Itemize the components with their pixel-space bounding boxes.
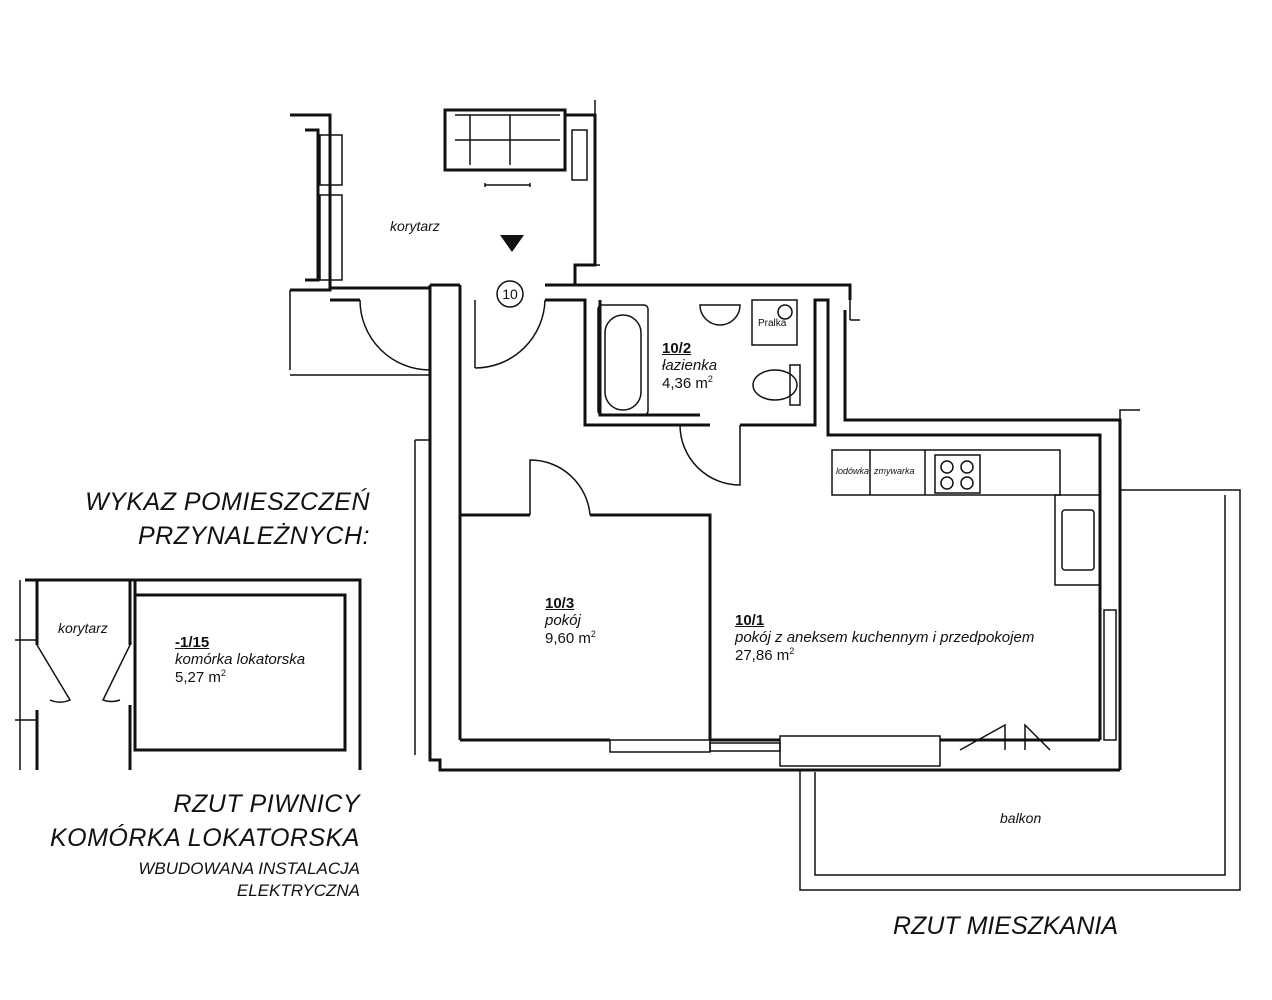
apartment-plan-title: RZUT MIESZKANIA <box>893 912 1119 940</box>
entrance-marker <box>496 280 524 308</box>
note-line: ELEKTRYCZNA <box>236 881 360 900</box>
note-line: WBUDOWANA INSTALACJA <box>138 859 360 878</box>
room-area: 5,27 m2 <box>175 668 226 686</box>
room-area: 9,60 m2 <box>545 629 596 647</box>
balcony-label: balkon <box>1000 810 1042 826</box>
entrance-arrow-icon <box>500 235 524 252</box>
heading-line: WYKAZ POMIESZCZEŃ <box>85 488 370 516</box>
room-area: 4,36 m2 <box>662 374 713 392</box>
apartment-walls <box>414 283 1140 772</box>
entrance-number: 10 <box>502 286 518 302</box>
room-10-1-label: 10/1 pokój z aneksem kuchennym i przedpo… <box>735 612 1034 664</box>
room-number: -1/15 <box>175 634 210 651</box>
basement-plan-walls <box>15 578 362 770</box>
ancillary-rooms-heading: WYKAZ POMIESZCZEŃ PRZYNALEŻNYCH: <box>40 485 370 553</box>
storage-room-label: -1/15 komórka lokatorska 5,27 m2 <box>175 634 305 686</box>
room-name: pokój z aneksem kuchennym i przedpokojem <box>735 629 1035 646</box>
title-line: KOMÓRKA LOKATORSKA <box>49 824 360 852</box>
room-number: 10/3 <box>545 595 575 612</box>
room-number: 10/1 <box>735 612 765 629</box>
basement-note: WBUDOWANA INSTALACJA ELEKTRYCZNA <box>20 858 360 902</box>
stair-corridor-walls <box>289 100 600 376</box>
fridge-label: lodówka <box>836 466 870 476</box>
room-area: 27,86 m2 <box>735 646 795 664</box>
basement-plan-title: RZUT PIWNICY KOMÓRKA LOKATORSKA <box>20 787 360 855</box>
room-10-2-label: 10/2 łazienka 4,36 m2 <box>662 340 717 392</box>
heading-line: PRZYNALEŻNYCH: <box>137 522 370 550</box>
balcony-outline <box>799 489 1241 891</box>
corridor-label: korytarz <box>390 218 440 234</box>
room-name: komórka lokatorska <box>175 651 306 668</box>
room-10-3-label: 10/3 pokój 9,60 m2 <box>545 595 596 647</box>
dishwasher-label: zmywarka <box>874 466 915 476</box>
room-name: pokój <box>545 612 581 629</box>
washer-label: Pralka <box>758 318 787 329</box>
basement-corridor-label: korytarz <box>58 620 108 636</box>
room-name: łazienka <box>662 357 718 374</box>
title-line: RZUT PIWNICY <box>173 790 360 818</box>
room-number: 10/2 <box>662 340 692 357</box>
